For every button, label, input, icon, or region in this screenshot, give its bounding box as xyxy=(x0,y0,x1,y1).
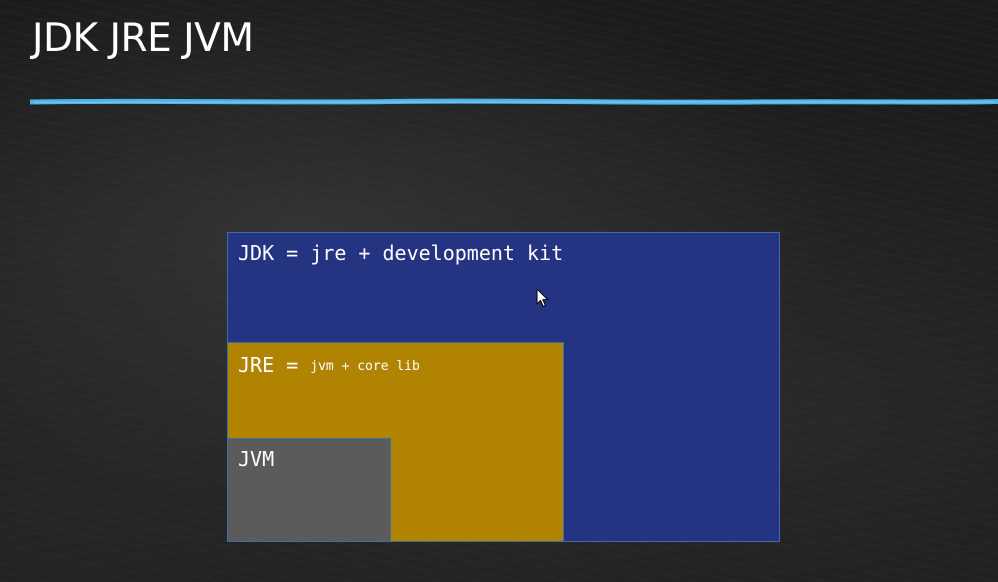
jvm-box: JVM xyxy=(227,438,391,542)
title-underline xyxy=(30,98,998,105)
jdk-label: JDK = jre + development kit xyxy=(238,241,564,265)
jre-label-main: JRE = xyxy=(238,353,299,377)
slide-title: JDK JRE JVM xyxy=(32,16,254,61)
jre-label-detail: jvm + core lib xyxy=(310,359,420,374)
jvm-label: JVM xyxy=(238,447,275,471)
mouse-pointer-icon xyxy=(536,288,549,307)
jre-label: JRE = jvm + core lib xyxy=(238,353,420,377)
